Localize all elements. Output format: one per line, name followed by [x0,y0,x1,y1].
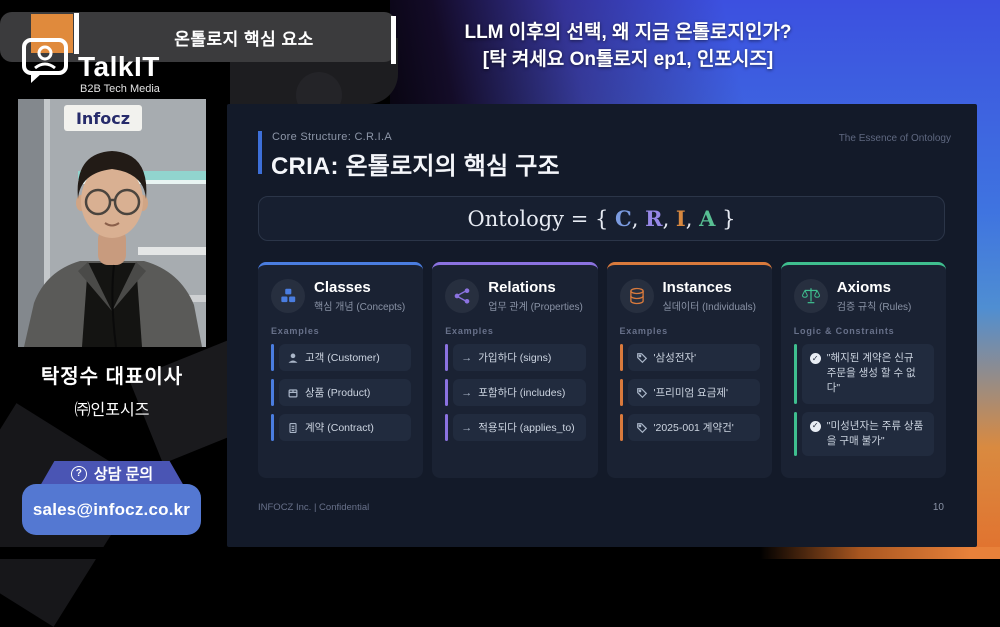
episode-title: LLM 이후의 선택, 왜 지금 온톨로지인가? [탁 켜세요 On톨로지 ep… [408,20,848,73]
example-row: → 가입하다 (signs) [445,344,586,371]
card-axioms: Axioms 검증 규칙 (Rules) Logic & Constraints… [780,262,946,478]
title-separator [391,16,396,64]
ontology-formula: Ontology = { C, R, I, A } [258,196,945,241]
example-row: 상품 (Product) [271,379,412,406]
speech-bubble-icon [22,38,68,83]
tag-icon [636,352,648,364]
arrow-icon: → [461,386,473,399]
card-section-label: Examples [619,326,668,336]
example-row: '2025-001 계약건' [619,414,760,441]
formula-close: } [715,206,736,231]
example-row: '삼성전자' [619,344,760,371]
episode-title-line2: [탁 켜세요 On톨로지 ep1, 인포시즈] [482,48,774,70]
card-subtitle: 핵심 개념 (Concepts) [314,302,406,313]
check-icon: ✓ [809,353,821,364]
formula-term-classes: C [615,206,632,231]
formula-comma: , [685,206,700,231]
formula-term-instances: I [675,206,686,231]
card-title: Classes [314,279,371,296]
document-icon [287,422,299,434]
box-icon [287,387,299,399]
axioms-icon [793,279,828,313]
tag-icon [636,387,648,399]
contact-label: 상담 문의 [93,466,154,483]
tag-icon [636,422,648,434]
formula-comma: , [662,206,676,231]
topic-bar-title: 온톨로지 핵심 요소 [174,29,314,49]
example-row: → 포함하다 (includes) [445,379,586,406]
card-subtitle: 검증 규칙 (Rules) [836,302,912,313]
contact-email: sales@infocz.co.kr [32,499,191,519]
contact-badge-tab: ? 상담 문의 [40,461,184,486]
card-section-label: Logic & Constraints [793,326,895,336]
brand-tagline: B2B Tech Media [80,83,160,95]
instances-icon [619,279,654,313]
formula-comma: , [631,206,646,231]
episode-title-line1: LLM 이후의 선택, 왜 지금 온톨로지인가? [464,22,792,43]
contact-email-badge: sales@infocz.co.kr [22,484,201,535]
presenter-caption: 탁정수 대표이사 ㈜인포시즈 [10,360,214,420]
brand-name: TalkIT [78,51,160,82]
presenter-illustration: Infocz [18,99,206,348]
classes-icon [271,279,305,313]
question-icon: ? [70,465,87,482]
check-icon: ✓ [809,420,821,432]
presenter-video-frame: Infocz [18,99,206,348]
example-row: 고객 (Customer) [271,344,412,371]
formula-lead: Ontology = { [467,206,616,231]
card-section-label: Examples [445,326,494,336]
card-title: Axioms [836,279,891,296]
relations-icon [445,279,480,313]
slide-kicker: Core Structure: C.R.I.A [272,131,392,143]
rule-row: ✓ "미성년자는 주류 상품을 구매 불가" [793,411,934,457]
card-instances: Instances 실데이터 (Individuals) Examples '삼… [606,262,772,478]
example-row: 계약 (Contract) [271,414,412,441]
title-accent-bar [258,131,262,174]
slide-corner-note: The Essence of Ontology [838,133,951,144]
example-row: → 적용되다 (applies_to) [445,414,586,441]
page-number: 10 [932,502,944,513]
card-section-label: Examples [271,326,320,336]
card-subtitle: 업무 관계 (Properties) [488,302,583,313]
studio-wall-sign: Infocz [76,109,130,128]
presenter-name: 탁정수 대표이사 [40,366,184,388]
card-subtitle: 실데이터 (Individuals) [662,302,757,313]
presentation-slide: Core Structure: C.R.I.A CRIA: 온톨로지의 핵심 구… [227,104,977,547]
slide-footer: INFOCZ Inc. | Confidential 10 [258,502,944,513]
cria-cards: Classes 핵심 개념 (Concepts) Examples 고객 (Cu… [258,262,946,478]
brand-divider [74,13,79,54]
formula-term-relations: R [645,206,663,231]
arrow-icon: → [461,351,473,364]
example-row: '프리미엄 요금제' [619,379,760,406]
slide-title: CRIA: 온톨로지의 핵심 구조 [271,153,560,180]
card-title: Relations [488,279,556,296]
arrow-icon: → [461,421,473,434]
formula-term-axioms: A [699,206,716,231]
rule-row: ✓ "해지된 계약은 신규 주문을 생성 할 수 없다" [793,344,934,404]
footer-confidential: INFOCZ Inc. | Confidential [258,502,370,513]
card-classes: Classes 핵심 개념 (Concepts) Examples 고객 (Cu… [258,262,424,478]
bottom-strip [0,547,1000,559]
card-title: Instances [662,279,732,296]
card-relations: Relations 업무 관계 (Properties) Examples → … [432,262,598,478]
person-icon [287,352,299,364]
presenter-org: ㈜인포시즈 [74,402,150,419]
